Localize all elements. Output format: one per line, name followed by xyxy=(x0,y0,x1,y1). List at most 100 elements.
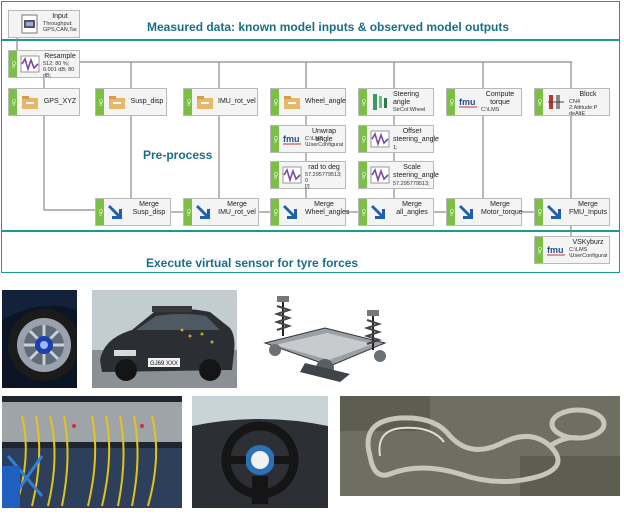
node-merge-imu[interactable]: On Merge IMU_rot_vel xyxy=(183,198,259,226)
node-merge-fmu[interactable]: On Merge FMU_Inputs xyxy=(534,198,610,226)
enabled-badge: On xyxy=(96,89,104,115)
enabled-badge: On xyxy=(535,199,543,225)
enabled-badge: On xyxy=(535,89,543,115)
node-resample-sub: 512; 80 %; 0.001 dB; 80 dB; xyxy=(43,61,75,79)
node-vskyburz-title: VSKyburz xyxy=(572,239,604,246)
waveform-icon xyxy=(370,130,390,148)
folder-icon xyxy=(197,96,213,109)
band-execute-title: Execute virtual sensor for tyre forces xyxy=(146,256,359,270)
svg-text:fmu: fmu xyxy=(547,245,564,255)
node-unwrap-angle[interactable]: On fmu Unwrap angle C:\LMS \UserConfigur… xyxy=(270,125,346,153)
node-input-sub: Throughput: GPS,CAN,Tacho; xyxy=(43,21,77,33)
photo-suspension-cad xyxy=(255,288,395,388)
node-compute-torque-title: Compute torque xyxy=(485,91,515,106)
node-vskyburz[interactable]: On fmu VSKyburz C:\LMS \UserConfigurati xyxy=(534,236,610,264)
fmu-icon: fmu xyxy=(459,97,477,108)
waveform-icon xyxy=(20,55,40,73)
photo-wheel-sensor xyxy=(2,290,77,388)
band-measured-title: Measured data: known model inputs & obse… xyxy=(147,20,510,34)
node-gps-xyz-title: GPS_XYZ xyxy=(43,98,77,105)
node-merge-all[interactable]: On Merge all_angles xyxy=(358,198,434,226)
photo-daq-rack xyxy=(2,396,182,508)
waveform-icon xyxy=(282,166,302,184)
channel-select-icon xyxy=(373,94,387,110)
node-rad-to-deg[interactable]: On rad to deg 57.295779513; 0 [/] xyxy=(270,161,346,190)
enabled-badge: On xyxy=(359,126,367,152)
photo-test-car: GJ69 XXX xyxy=(92,290,237,388)
node-steering-angle[interactable]: On Steering angle StrCol:Wheel xyxy=(358,88,434,116)
node-merge-motor-title: Merge Motor_torque xyxy=(481,201,523,216)
node-input-title: Input xyxy=(52,13,68,20)
svg-text:fmu: fmu xyxy=(283,134,300,144)
merge-arrow-icon xyxy=(547,205,561,219)
band-preprocess-title: Pre-process xyxy=(143,148,213,162)
node-merge-fmu-title: Merge FMU_Inputs xyxy=(569,201,608,216)
node-susp-disp-title: Susp_disp xyxy=(130,98,164,105)
node-merge-motor[interactable]: On Merge Motor_torque xyxy=(446,198,523,226)
file-input-icon xyxy=(21,14,38,34)
node-unwrap-angle-title: Unwrap angle xyxy=(311,128,337,143)
license-plate: GJ69 XXX xyxy=(150,361,178,367)
band-measured-data xyxy=(1,1,620,40)
enabled-badge: On xyxy=(271,199,279,225)
photo-proving-ground xyxy=(340,396,620,496)
node-unwrap-angle-sub: C:\LMS \UserConfigurati xyxy=(305,136,343,148)
merge-arrow-icon xyxy=(108,205,122,219)
folder-icon xyxy=(22,96,38,109)
node-gps-xyz[interactable]: On GPS_XYZ xyxy=(8,88,80,116)
node-merge-susp-title: Merge Susp_disp xyxy=(132,201,166,216)
enabled-badge: On xyxy=(9,51,17,77)
waveform-icon xyxy=(370,166,390,184)
node-susp-disp[interactable]: On Susp_disp xyxy=(95,88,167,116)
node-offset-steering[interactable]: On Offset steering_angle 1; xyxy=(358,125,439,153)
enabled-badge: On xyxy=(447,199,455,225)
band-execute xyxy=(1,231,620,273)
node-block[interactable]: On Block CN4 2:Attitude:P deAltE xyxy=(534,88,610,117)
node-vskyburz-sub: C:\LMS \UserConfigurati xyxy=(569,247,607,259)
node-rad-to-deg-sub: 57.295779513; 0 [/] xyxy=(305,172,342,190)
enabled-badge: On xyxy=(271,126,279,152)
node-input[interactable]: Input Throughput: GPS,CAN,Tacho; xyxy=(8,10,80,38)
node-resample-title: Resample xyxy=(44,53,76,60)
node-scale-steering[interactable]: On Scale steering_angle 57.295779513; xyxy=(358,161,439,189)
merge-arrow-icon xyxy=(371,205,385,219)
block-icon xyxy=(548,95,564,109)
photo-steering-wheel xyxy=(192,396,328,508)
node-merge-all-title: Merge all_angles xyxy=(396,201,428,216)
node-steering-angle-sub: StrCol:Wheel xyxy=(393,107,426,113)
node-imu-rot-vel-title: IMU_rot_vel xyxy=(218,98,256,105)
node-compute-torque-sub: C:\LMS xyxy=(481,107,500,113)
node-steering-angle-title: Steering angle xyxy=(393,91,420,106)
enabled-badge: On xyxy=(359,199,367,225)
enabled-badge: On xyxy=(271,162,279,188)
node-wheel-angle[interactable]: On Wheel_angle xyxy=(270,88,346,116)
enabled-badge: On xyxy=(535,237,543,263)
node-offset-steering-title: Offset steering_angle xyxy=(393,128,439,143)
node-scale-steering-sub: 57.295779513; xyxy=(393,181,430,187)
folder-icon xyxy=(109,96,125,109)
enabled-badge: On xyxy=(184,199,192,225)
node-offset-steering-sub: 1; xyxy=(393,145,398,151)
node-resample[interactable]: On Resample 512; 80 %; 0.001 dB; 80 dB; xyxy=(8,50,80,79)
node-merge-wheel-title: Merge Wheel_angles xyxy=(305,201,350,216)
enabled-badge: On xyxy=(9,89,17,115)
node-merge-imu-title: Merge IMU_rot_vel xyxy=(218,201,256,216)
node-wheel-angle-title: Wheel_angle xyxy=(305,98,346,105)
merge-arrow-icon xyxy=(196,205,210,219)
node-imu-rot-vel[interactable]: On IMU_rot_vel xyxy=(183,88,258,116)
enabled-badge: On xyxy=(359,89,367,115)
folder-icon xyxy=(284,96,300,109)
enabled-badge: On xyxy=(447,89,455,115)
fmu-icon: fmu xyxy=(283,134,301,145)
node-merge-wheel[interactable]: On Merge Wheel_angles xyxy=(270,198,350,226)
node-block-title: Block xyxy=(579,91,597,98)
node-merge-susp[interactable]: On Merge Susp_disp xyxy=(95,198,171,226)
enabled-badge: On xyxy=(359,162,367,188)
enabled-badge: On xyxy=(96,199,104,225)
merge-arrow-icon xyxy=(459,205,473,219)
node-rad-to-deg-title: rad to deg xyxy=(308,164,340,171)
node-block-sub: CN4 2:Attitude:P deAltE xyxy=(569,99,598,117)
enabled-badge: On xyxy=(184,89,192,115)
fmu-icon: fmu xyxy=(547,245,565,256)
node-compute-torque[interactable]: On fmu Compute torque C:\LMS xyxy=(446,88,522,116)
